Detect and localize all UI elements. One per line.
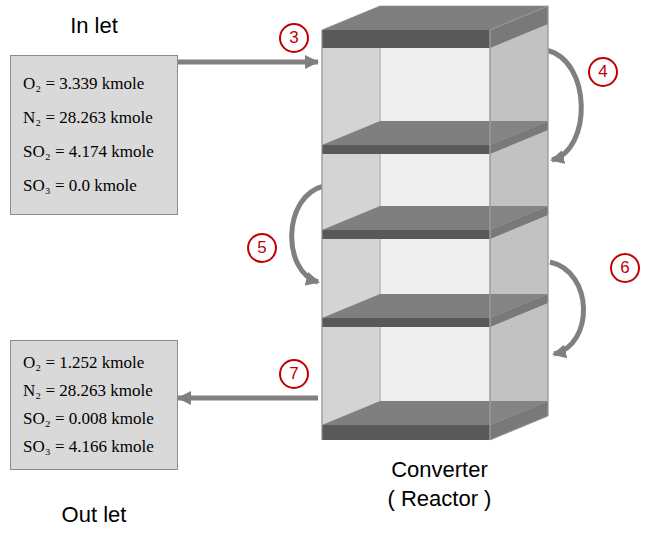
right-panel <box>490 6 548 440</box>
stream-number: 4 <box>588 57 618 87</box>
tray-front <box>322 318 490 327</box>
composition-line: SO₃ = 4.166 kmole <box>23 437 154 457</box>
outlet-stream-box: O₂ = 1.252 kmole N₂ = 28.263 kmoleSO₂ = 0… <box>10 340 178 470</box>
stream-number: 7 <box>279 359 309 389</box>
composition-line: O₂ = 1.252 kmole <box>23 353 144 373</box>
composition-line: O₂ = 3.339 kmole <box>23 74 144 94</box>
composition-line: SO₂ = 4.174 kmole <box>23 142 154 162</box>
internal-flow-arrow <box>550 262 584 354</box>
tray-front <box>322 30 490 48</box>
stream-heading: Converter ( Reactor ) <box>386 456 493 513</box>
front-edge <box>490 30 491 440</box>
composition-line: SO₃ = 0.0 kmole <box>23 176 137 196</box>
internal-flow-arrow <box>292 186 324 282</box>
stream-number: 3 <box>279 23 309 53</box>
stream-heading: Out let <box>0 501 197 530</box>
inlet-stream-box: In letO₂ = 3.339 kmoleN₂ = 28.263 kmoleS… <box>10 55 178 215</box>
stream-number: 5 <box>247 233 277 263</box>
converter-vessel: Converter ( Reactor ) <box>318 4 556 445</box>
stream-number: 6 <box>610 253 640 283</box>
composition-line: N₂ = 28.263 kmole <box>23 381 153 401</box>
converter-vessel-drawing <box>318 4 556 445</box>
tray-front <box>322 230 490 239</box>
composition-line: N₂ = 28.263 kmole <box>23 108 153 128</box>
stream-heading: In let <box>0 12 197 41</box>
tray-front <box>322 425 490 440</box>
flow-arrow <box>178 60 318 65</box>
tray-front <box>322 145 490 154</box>
front-edge <box>322 30 323 440</box>
internal-flow-arrow <box>546 50 581 160</box>
composition-line: SO₂ = 0.008 kmole <box>23 409 154 429</box>
flow-arrow <box>178 396 318 401</box>
